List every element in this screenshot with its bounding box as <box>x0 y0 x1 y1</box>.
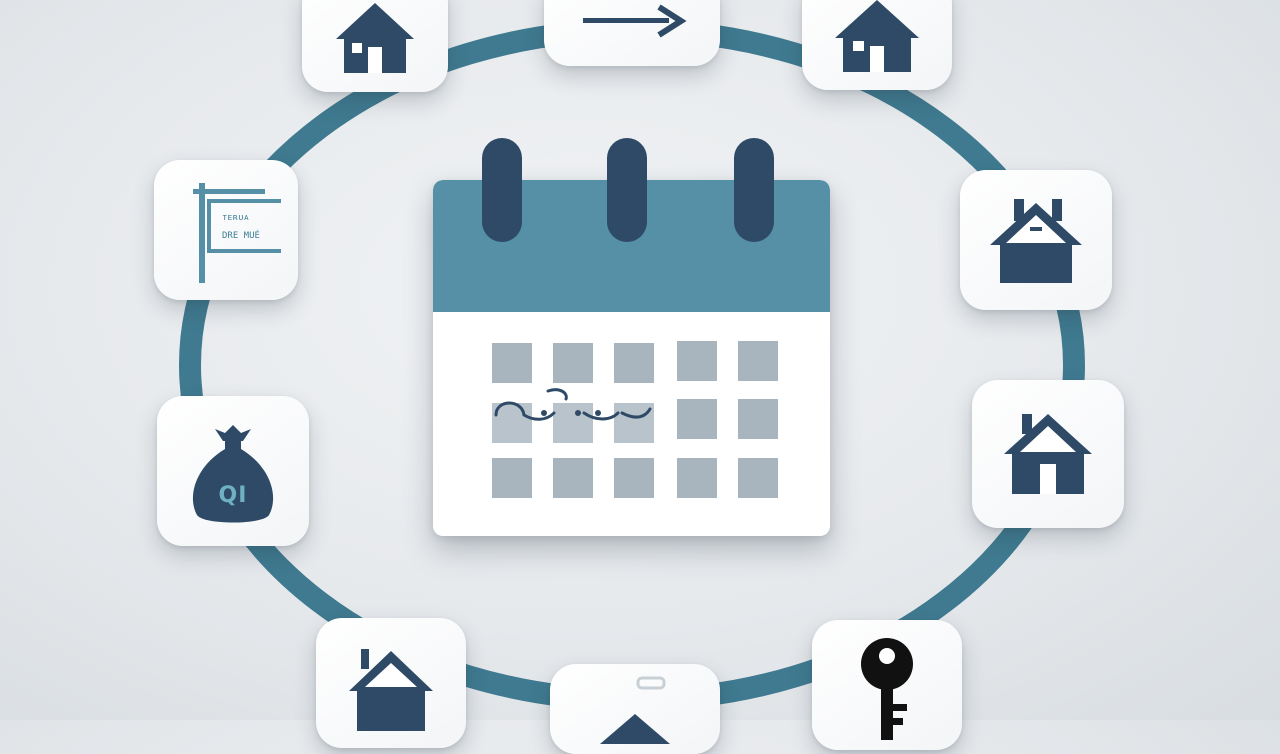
house-icon <box>835 0 919 72</box>
calendar-day-cell <box>553 458 593 498</box>
calendar-highlight-mark <box>494 388 652 421</box>
house-tile-bottom-center[interactable] <box>550 664 720 754</box>
calendar-binder-ring <box>482 138 522 242</box>
calendar-day-cell <box>677 399 717 439</box>
calendar-day-cell <box>738 399 778 439</box>
money-bag-label: QI <box>218 483 248 508</box>
key-icon <box>861 638 913 740</box>
calendar-day-cell <box>677 341 717 381</box>
calendar-day-cell <box>738 458 778 498</box>
arrow-tile-top[interactable] <box>544 0 720 66</box>
sign-text-line1: ᴛᴇʀᴜᴀ <box>222 213 249 223</box>
house-icon <box>336 3 414 73</box>
calendar-binder-ring <box>734 138 774 242</box>
calendar-day-cell <box>553 343 593 383</box>
money-bag-tile[interactable]: QI <box>157 396 309 546</box>
sign-text-line2: DRE MUÉ <box>222 229 260 241</box>
for-sale-sign-icon: ᴛᴇʀᴜᴀ DRE MUÉ <box>193 183 281 283</box>
calendar-day-cell <box>614 343 654 383</box>
house-tile-top-left[interactable] <box>302 0 448 92</box>
calendar-day-cell <box>738 341 778 381</box>
house-tile-right-upper[interactable] <box>960 170 1112 310</box>
calendar-day-cell <box>614 458 654 498</box>
house-tile-top-right[interactable] <box>802 0 952 90</box>
arrow-right-icon <box>583 4 687 38</box>
house-icon <box>349 649 433 731</box>
house-icon <box>1004 414 1092 494</box>
house-tile-right-lower[interactable] <box>972 380 1124 528</box>
calendar-day-cell <box>677 458 717 498</box>
calendar-binder-ring <box>607 138 647 242</box>
house-tile-bottom-left[interactable] <box>316 618 466 748</box>
house-icon <box>600 676 670 744</box>
calendar-day-cell <box>492 458 532 498</box>
calendar-day-cell <box>492 343 532 383</box>
key-tile[interactable] <box>812 620 962 750</box>
calendar-day-cell <box>614 403 654 443</box>
calendar-day-cell <box>553 403 593 443</box>
money-bag-icon: QI <box>173 411 293 531</box>
house-icon <box>990 199 1082 283</box>
sale-sign-tile[interactable]: ᴛᴇʀᴜᴀ DRE MUÉ <box>154 160 298 300</box>
